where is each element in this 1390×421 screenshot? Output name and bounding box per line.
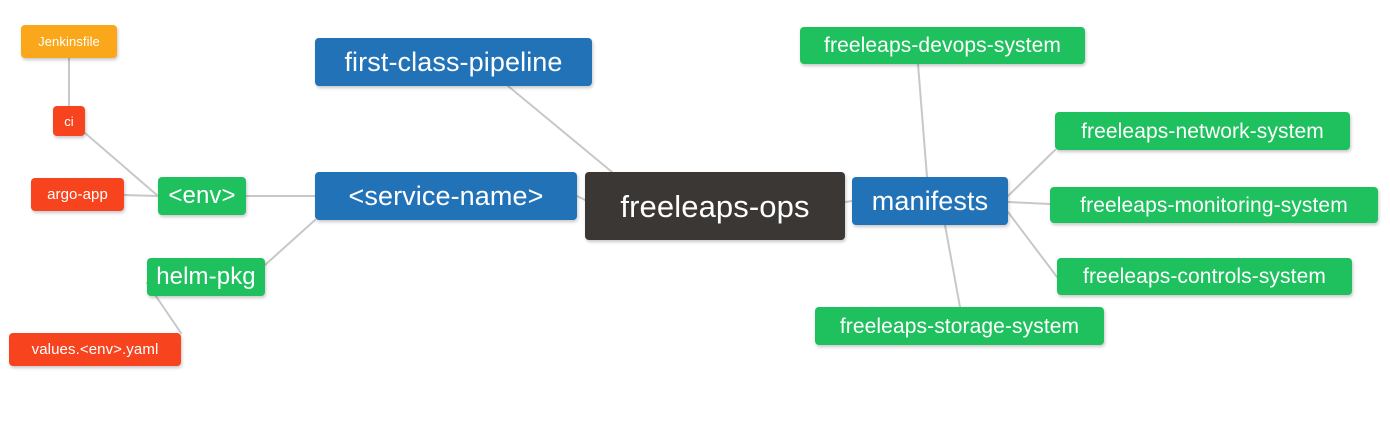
edge-freeleaps-ops-to-manifests [844,200,853,203]
node-env[interactable]: <env> [158,177,246,215]
node-label-ci: ci [64,113,74,129]
node-label-freeleaps-devops-system: freeleaps-devops-system [824,34,1061,57]
node-freeleaps-controls-system[interactable]: freeleaps-controls-system [1057,258,1352,295]
node-ci[interactable]: ci [53,106,85,136]
node-label-jenkinsfile: Jenkinsfile [38,34,100,49]
node-freeleaps-storage-system[interactable]: freeleaps-storage-system [815,307,1104,345]
node-jenkinsfile[interactable]: Jenkinsfile [21,25,117,58]
edge-manifests-to-freeleaps-devops-system [917,63,928,178]
node-freeleaps-network-system[interactable]: freeleaps-network-system [1055,112,1350,150]
node-helm-pkg[interactable]: helm-pkg [147,258,265,296]
node-service-name[interactable]: <service-name> [315,172,577,220]
node-freeleaps-ops[interactable]: freeleaps-ops [585,172,845,240]
node-label-helm-pkg: helm-pkg [156,263,256,290]
node-values-yaml[interactable]: values.<env>.yaml [9,333,181,366]
node-label-manifests: manifests [871,185,989,216]
node-first-class-pipeline[interactable]: first-class-pipeline [315,38,592,86]
edge-service-name-to-helm-pkg [264,219,316,266]
node-label-env: <env> [168,182,236,209]
edge-service-name-to-freeleaps-ops [576,195,586,201]
edge-first-class-pipeline-to-freeleaps-ops [507,85,613,173]
node-label-freeleaps-network-system: freeleaps-network-system [1081,119,1324,143]
node-label-freeleaps-ops: freeleaps-ops [620,188,810,224]
edge-manifests-to-freeleaps-storage-system [944,224,961,308]
node-label-freeleaps-monitoring-system: freeleaps-monitoring-system [1080,193,1348,217]
edge-manifests-to-freeleaps-network-system [1007,149,1056,197]
node-freeleaps-monitoring-system[interactable]: freeleaps-monitoring-system [1050,187,1378,223]
node-label-freeleaps-storage-system: freeleaps-storage-system [839,314,1080,338]
node-label-freeleaps-controls-system: freeleaps-controls-system [1083,265,1326,288]
node-manifests[interactable]: manifests [852,177,1008,225]
edge-manifests-to-freeleaps-controls-system [1007,211,1058,278]
node-label-argo-app: argo-app [47,186,108,203]
edge-argo-app-to-env [123,194,159,197]
node-freeleaps-devops-system[interactable]: freeleaps-devops-system [800,27,1085,64]
node-argo-app[interactable]: argo-app [31,178,124,211]
node-label-service-name: <service-name> [348,180,544,211]
node-label-first-class-pipeline: first-class-pipeline [344,46,563,77]
edge-manifests-to-freeleaps-monitoring-system [1007,201,1051,205]
node-label-values-yaml: values.<env>.yaml [31,341,159,358]
